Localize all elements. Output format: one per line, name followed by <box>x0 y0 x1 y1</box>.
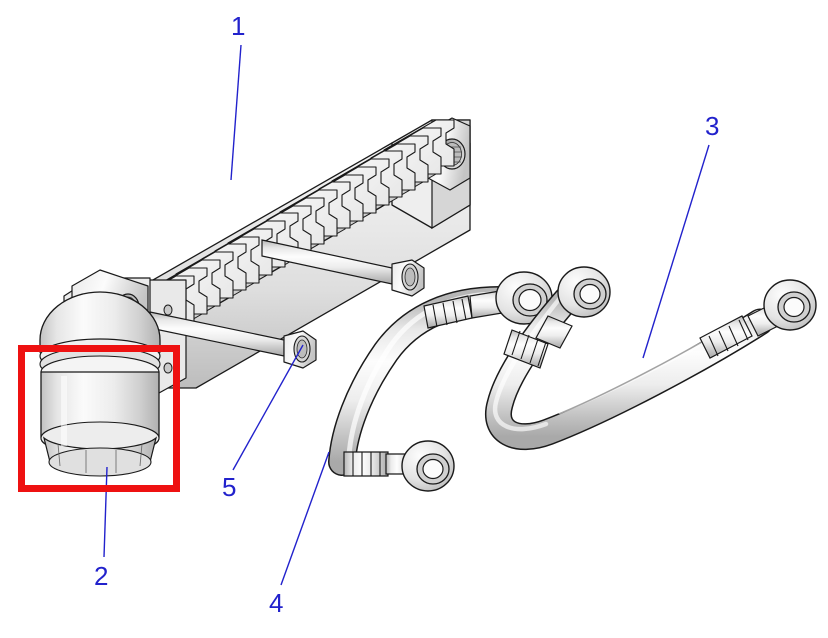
part-oil-filter[interactable] <box>39 269 161 477</box>
callout-label-4[interactable]: 4 <box>269 588 284 618</box>
hose-feed-crimp-lower <box>343 451 389 477</box>
callout-label-1[interactable]: 1 <box>231 11 246 41</box>
filter-dome <box>39 291 161 353</box>
hose-return-banjo-eye-left <box>557 266 611 318</box>
hose-return-crimp-left <box>503 329 549 369</box>
leader-line-5 <box>232 344 304 471</box>
callout-label-2[interactable]: 2 <box>94 561 109 591</box>
hose-feed-banjo-eye-lower <box>401 440 455 492</box>
hose-return-crimp-right <box>699 315 753 359</box>
callout-leader-lines <box>103 44 710 586</box>
hose-feed-crimp-upper <box>423 295 473 329</box>
part-hose-feed[interactable] <box>328 271 553 492</box>
hose-return-neck-left <box>535 315 573 349</box>
callout-label-5[interactable]: 5 <box>222 472 237 502</box>
leader-line-1 <box>230 44 242 181</box>
callout-label-3[interactable]: 3 <box>705 111 720 141</box>
part-hose-return[interactable] <box>485 266 817 451</box>
hose-return-banjo-eye-right <box>763 279 817 331</box>
leader-line-4 <box>280 451 330 586</box>
leader-line-2 <box>103 466 108 558</box>
banjo-bolt-upper[interactable] <box>261 239 425 297</box>
hose-feed-banjo-eye-upper <box>495 271 553 325</box>
leader-line-3 <box>642 144 710 359</box>
